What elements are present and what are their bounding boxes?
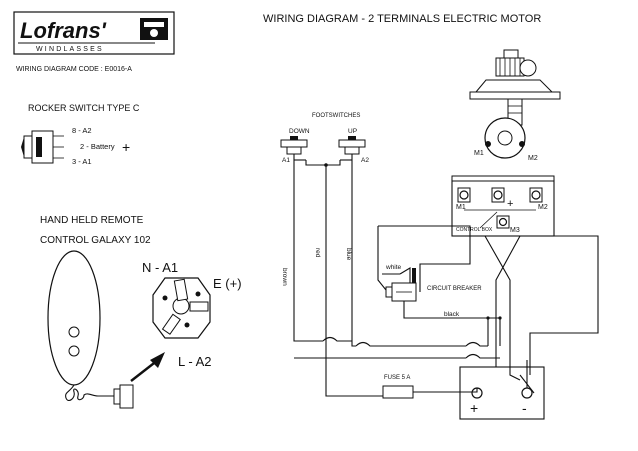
circuit-breaker-icon	[385, 268, 417, 302]
rocker-pin-3: 3 - A1	[72, 157, 92, 166]
fuse-icon	[382, 385, 414, 399]
control-box-m3: M3	[510, 227, 520, 234]
remote-label-n: N - A1	[142, 260, 178, 275]
footswitch-up-icon	[338, 136, 366, 155]
control-box-label: CONTROL BOX	[456, 227, 493, 233]
battery-minus: -	[522, 400, 527, 416]
logo-emblem-icon	[140, 18, 168, 40]
diagram-title: WIRING DIAGRAM - 2 TERMINALS ELECTRIC MO…	[263, 13, 541, 25]
wire-label-white: white	[385, 264, 402, 271]
footswitch-down-icon	[280, 136, 308, 155]
rocker-pin-2: 2 - Battery	[80, 142, 115, 151]
wire-label-red: red	[314, 248, 321, 258]
control-box-m3-terminal-icon	[496, 215, 510, 229]
control-box	[451, 175, 555, 237]
rocker-switch-icon	[21, 130, 64, 164]
control-box-m2: M2	[538, 204, 548, 211]
remote-title-line2: CONTROL GALAXY 102	[40, 235, 151, 246]
remote-label-l: L - A2	[178, 354, 211, 369]
remote-socket-icon	[152, 277, 211, 339]
footswitch-a1-label: A1	[282, 157, 290, 164]
motor-m2-label: M2	[528, 155, 538, 162]
plug-arrow-icon	[130, 352, 165, 382]
footswitch-down-label: DOWN	[289, 128, 310, 135]
footswitch-up-label: UP	[348, 128, 357, 135]
control-box-plus: +	[507, 198, 513, 210]
remote-title-line1: HAND HELD REMOTE	[40, 215, 144, 226]
battery-plus: +	[470, 400, 478, 416]
remote-handset-icon	[47, 250, 134, 409]
control-box-m2-terminal-icon	[529, 187, 543, 203]
remote-label-e: E (+)	[213, 276, 242, 291]
circuit-breaker-label: CIRCUIT BREAKER	[427, 286, 482, 292]
control-box-plus-terminal-icon	[491, 187, 505, 203]
wiring	[293, 154, 599, 397]
logo-brand: Lofrans'	[20, 18, 107, 43]
logo-subtitle: WINDLASSES	[36, 46, 104, 53]
motor-m1-label: M1	[474, 150, 484, 157]
logo: Lofrans' WINDLASSES	[13, 11, 175, 55]
footswitch-a2-label: A2	[361, 157, 369, 164]
wire-label-black: black	[444, 311, 460, 318]
control-box-m1: M1	[456, 204, 466, 211]
wire-label-blue: blue	[345, 248, 352, 261]
rocker-pin-8: 8 - A2	[72, 126, 92, 135]
windlass-motor-icon	[469, 49, 561, 159]
wire-label-brown: brown	[281, 268, 288, 286]
footswitches-title: FOOTSWITCHES	[312, 113, 360, 119]
fuse-label: FUSE 5 A	[384, 375, 410, 381]
diagram-code: WIRING DIAGRAM CODE : E0016-A	[16, 66, 132, 73]
rocker-plus-sign: +	[122, 139, 130, 155]
rocker-switch-title: ROCKER SWITCH TYPE C	[28, 103, 140, 113]
control-box-m1-terminal-icon	[457, 187, 471, 203]
